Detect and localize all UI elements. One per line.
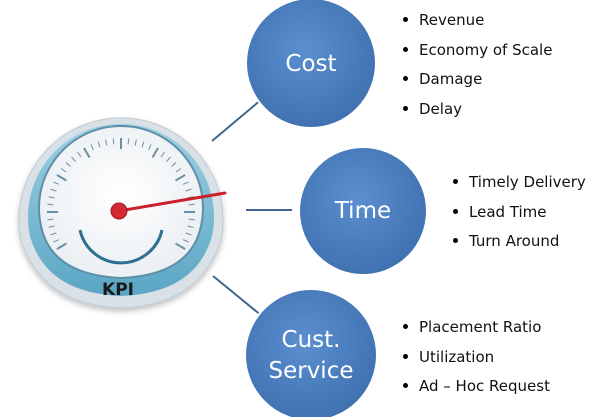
service-title-line-1: Cust.: [281, 327, 341, 353]
gauge-tick: [187, 225, 194, 228]
circle-cost: [245, 0, 377, 129]
gauge-inner-arc: [78, 229, 164, 265]
gauge-tick: [48, 196, 55, 199]
gauge-tick: [166, 156, 171, 162]
gauge-tick: [188, 203, 195, 206]
gauge-tick: [60, 168, 67, 173]
gauge-needle: [117, 191, 227, 213]
gauge-tick: [182, 181, 189, 185]
gauge-ticks: [47, 138, 195, 250]
gauge-tick: [171, 162, 177, 167]
gauge-tick: [188, 218, 195, 221]
gauge-tick: [56, 174, 67, 182]
list-item: Economy of Scale: [402, 40, 552, 70]
list-item: Utilization: [402, 347, 550, 377]
gauge-tick: [134, 139, 137, 146]
gauge-tick: [77, 151, 82, 158]
gauge-tick: [175, 174, 186, 182]
gauge-tick: [182, 239, 189, 243]
gauge-tick: [48, 225, 55, 228]
time-title: Time: [334, 198, 392, 224]
list-item: Revenue: [402, 10, 552, 40]
gauge-tick: [47, 218, 54, 221]
connector-cost: [211, 98, 263, 142]
service-items: Placement Ratio Utilization Ad – Hoc Req…: [402, 317, 550, 406]
gauge-tick: [50, 188, 57, 192]
gauge-hub: [110, 202, 128, 220]
list-item: Placement Ratio: [402, 317, 550, 347]
cost-items: Revenue Economy of Scale Damage Delay: [402, 10, 552, 128]
time-items: Timely Delivery Lead Time Turn Around: [452, 172, 586, 261]
list-item: Timely Delivery: [452, 172, 586, 202]
gauge-tick: [50, 232, 57, 236]
gauge-tick: [83, 147, 91, 158]
gauge-tick: [112, 138, 115, 145]
list-item: Turn Around: [452, 231, 586, 261]
gauge-tick: [175, 242, 186, 250]
cost-title: Cost: [285, 51, 337, 77]
gauge-tick: [53, 239, 60, 243]
list-item: Ad – Hoc Request: [402, 376, 550, 406]
connector-service: [212, 275, 263, 317]
circle-time: [298, 146, 428, 276]
gauge-tick: [151, 147, 159, 158]
gauge-tick: [127, 138, 130, 145]
gauge-tick: [56, 242, 67, 250]
circle-service: [244, 288, 378, 417]
gauge-tick: [148, 144, 152, 151]
service-title: Cust. Service: [256, 325, 366, 387]
gauge-tick: [47, 203, 54, 206]
list-item: Damage: [402, 69, 552, 99]
kpi-label: KPI: [102, 280, 134, 300]
gauge-tick: [187, 196, 194, 199]
gauge-tick: [53, 181, 60, 185]
list-item: Lead Time: [452, 202, 586, 232]
gauge-tick: [175, 168, 182, 173]
list-item: Delay: [402, 99, 552, 129]
gauge-tick: [185, 188, 192, 192]
gauge-tick: [65, 162, 71, 167]
gauge-tick: [97, 141, 101, 148]
gauge-tick: [105, 139, 108, 146]
gauge-tick: [90, 144, 94, 151]
gauge-tick: [71, 156, 76, 162]
gauge-tick: [185, 232, 192, 236]
gauge-tick: [160, 151, 165, 158]
gauge-tick: [141, 141, 145, 148]
service-title-line-2: Service: [268, 358, 354, 384]
